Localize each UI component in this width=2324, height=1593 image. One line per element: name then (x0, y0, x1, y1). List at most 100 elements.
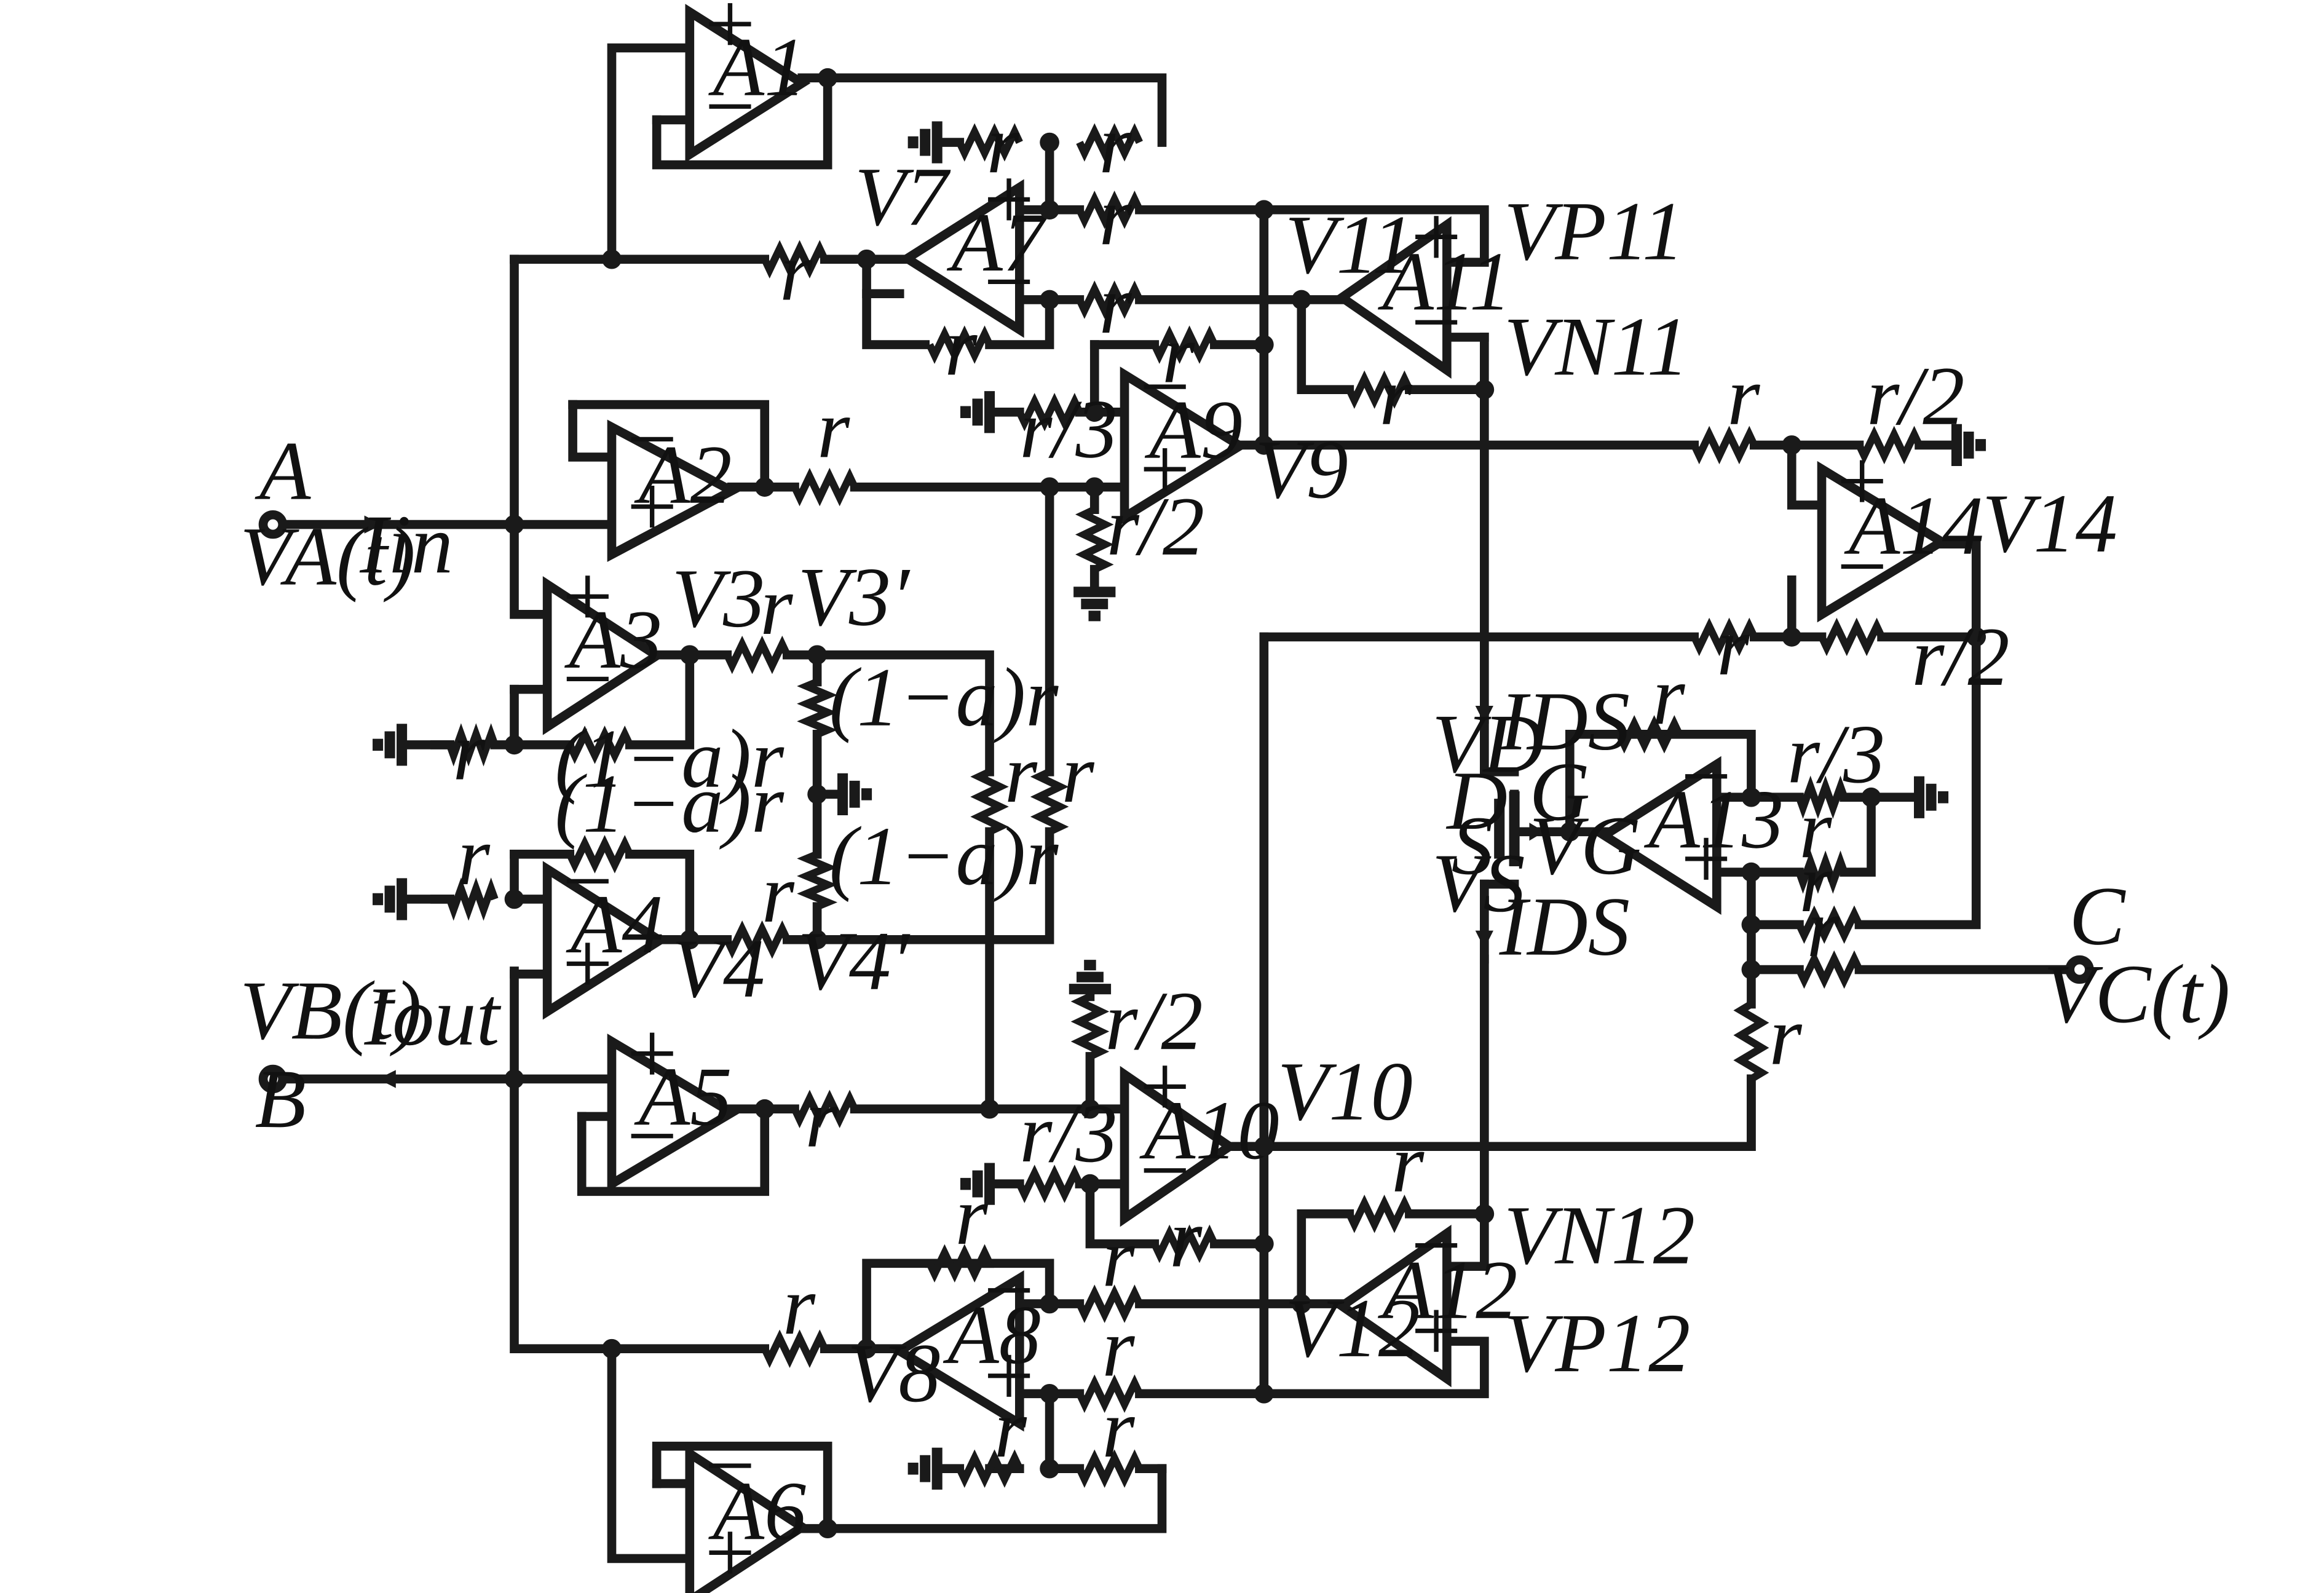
junction-dot (1782, 627, 1802, 647)
wire (797, 73, 1167, 147)
opamp-sign: − (1411, 1195, 1462, 1295)
opamp-sign: − (705, 57, 756, 156)
wire (1787, 440, 1827, 510)
resistor (926, 1244, 994, 1283)
resistor (1818, 617, 1886, 657)
resistor (1616, 715, 1683, 754)
label: S (1452, 799, 1493, 892)
opamp-label: A9 (1144, 383, 1243, 476)
opamp-a12 (1334, 1225, 1452, 1388)
wire (1840, 793, 1876, 877)
wire (568, 400, 617, 462)
opamp-label: A3 (564, 593, 662, 686)
label: VN11 (1504, 299, 1689, 393)
resistor (446, 877, 499, 921)
resistor-label: r/2 (1107, 480, 1204, 573)
junction-dot (1040, 132, 1059, 152)
resistor (1795, 775, 1848, 819)
resistor (1075, 506, 1114, 573)
opamp-label: A2 (634, 428, 732, 521)
resistor-label: r/3 (1787, 707, 1885, 800)
label: VG (1529, 799, 1641, 892)
label: V4′ (797, 914, 911, 1008)
terminal-b-label: B (255, 1052, 306, 1145)
opamp-label: A1 (708, 20, 807, 114)
junction-dot (1254, 1136, 1274, 1156)
junction-dot (1741, 862, 1761, 882)
label: V10 (1278, 1045, 1413, 1138)
wire (1259, 205, 1489, 267)
label: D (1445, 754, 1508, 847)
opamp-sign: − (705, 1416, 756, 1516)
resistor-label: r (817, 382, 850, 475)
resistor-label: r (1391, 1117, 1425, 1210)
opamp-sign: − (563, 629, 614, 729)
current-arrow-ids-top (1475, 706, 1493, 724)
junction-dot (1040, 477, 1059, 497)
wire (1442, 1209, 1489, 1271)
opamp-a3 (542, 576, 665, 735)
resistor (724, 635, 791, 674)
junction-dot (1040, 1383, 1059, 1404)
resistor (761, 1329, 828, 1368)
junction-dots (258, 68, 2094, 1539)
opamp-a11 (1334, 216, 1452, 379)
terminal-a (258, 510, 288, 539)
wire (1259, 1337, 1489, 1399)
resistor (1346, 1195, 1413, 1233)
terminal-b (258, 1064, 288, 1094)
label: V11 (1285, 198, 1414, 291)
resistors (446, 123, 1923, 1488)
opamp-label: A11 (1377, 234, 1511, 328)
current-arrow-iout (377, 1070, 396, 1088)
resistor (797, 678, 838, 738)
opamp-a5 (607, 1034, 741, 1192)
current-arrow-iin (364, 515, 382, 534)
junction-dot (602, 249, 622, 269)
opamp-a7 (898, 179, 1024, 338)
junction-dot (1040, 200, 1059, 220)
wire (607, 1344, 695, 1563)
resistor (1795, 905, 1863, 944)
opamp-a14 (1817, 461, 1951, 623)
resistor (446, 723, 499, 767)
opamp-sign: + (984, 149, 1035, 249)
junction-dot (818, 1519, 838, 1539)
resistor-label: r (987, 97, 1020, 191)
opamp-a4 (542, 861, 668, 1020)
label: IDS (1499, 880, 1630, 973)
junction-dot (1782, 435, 1802, 455)
opamp-sign: + (705, 1503, 756, 1593)
opamp-sign: + (626, 1003, 678, 1103)
resistor (1076, 1374, 1143, 1413)
resistor-label: (1−a)r (555, 757, 785, 850)
resistor (1016, 1164, 1083, 1203)
opamp-sign: − (1411, 272, 1462, 372)
opamp-sign: + (705, 0, 756, 74)
ground-icon (1951, 424, 1986, 467)
current-iout-label: Iout (364, 970, 502, 1063)
junction-dot (504, 735, 524, 755)
wire (862, 255, 930, 349)
label: V8 (847, 1326, 941, 1420)
ground-icon (1914, 776, 1949, 818)
wire (625, 650, 695, 749)
resistor-label: r (1799, 836, 1832, 930)
junction-dot (856, 249, 877, 269)
resistor-label: r (453, 705, 486, 798)
junction-dot (679, 930, 700, 950)
resistor-label: r (760, 559, 793, 652)
label: V14 (1982, 476, 2117, 570)
opamp-sign: − (626, 389, 678, 489)
resistor (1076, 190, 1143, 229)
ground-icon (907, 121, 943, 164)
opamp-label: A8 (943, 1288, 1041, 1382)
opamp-sign: − (1139, 337, 1190, 437)
resistor-label: r (1799, 782, 1832, 876)
grounds (373, 121, 1986, 1490)
resistor-label: r (1099, 97, 1132, 191)
resistor (1856, 425, 1923, 465)
resistor (1346, 370, 1413, 409)
current-arrow-ids-bottom (1475, 930, 1493, 949)
terminal-c-voltage: VC(t) (2044, 947, 2230, 1040)
